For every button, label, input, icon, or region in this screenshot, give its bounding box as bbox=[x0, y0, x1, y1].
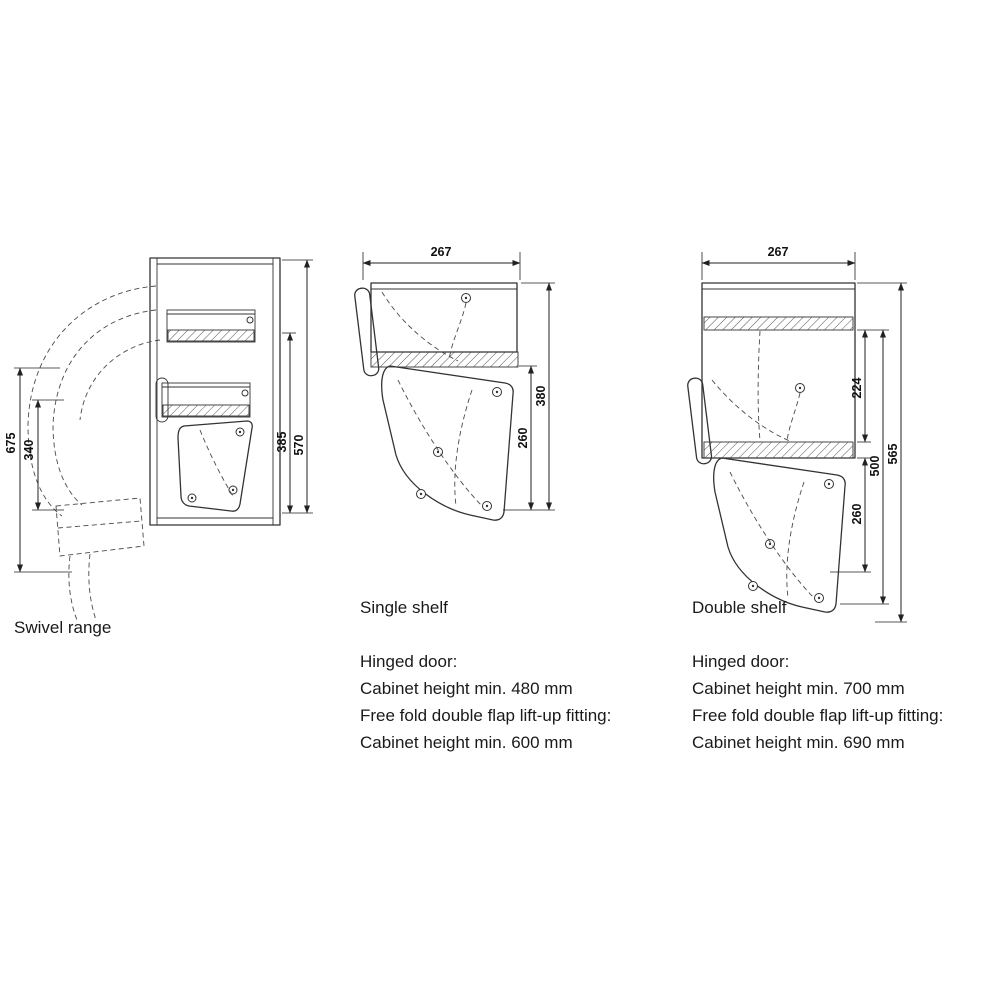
upper-shelf-hatch bbox=[167, 329, 255, 342]
center-line bbox=[786, 392, 801, 442]
arm-plate-outline bbox=[177, 420, 253, 512]
double-swing-arm bbox=[713, 457, 846, 613]
dim-label-565: 565 bbox=[886, 444, 900, 465]
tray-hatch bbox=[370, 351, 519, 368]
phantom-shelf bbox=[55, 497, 145, 557]
motion-arc bbox=[397, 379, 483, 507]
dim-label-267: 267 bbox=[768, 245, 789, 259]
tray-body bbox=[370, 282, 518, 353]
double-top-dimension: 267 bbox=[701, 245, 856, 280]
screw-center bbox=[495, 390, 499, 394]
motion-arc bbox=[786, 481, 805, 599]
single-shelf-caption: Single shelf bbox=[360, 598, 448, 617]
screw-center bbox=[190, 496, 194, 500]
dim-label-224: 224 bbox=[850, 378, 864, 399]
phantom-shelf-edge bbox=[57, 520, 142, 529]
middle-shelf bbox=[155, 377, 251, 423]
double-note-line4: Cabinet height min. 690 mm bbox=[692, 733, 905, 752]
phantom-tail-left bbox=[68, 555, 78, 621]
middle-shelf-pivot bbox=[241, 389, 249, 397]
arm-plate-outline bbox=[381, 365, 514, 521]
screw-center bbox=[436, 450, 440, 454]
motion-arc bbox=[381, 291, 459, 362]
double-shelf-notes: Hinged door: Cabinet height min. 700 mm … bbox=[692, 648, 943, 756]
swing-arm-plate bbox=[177, 420, 253, 512]
screw-center bbox=[827, 482, 831, 486]
swivel-arc-inner bbox=[52, 309, 157, 506]
lower-shelf-hatch bbox=[703, 441, 854, 459]
screw-center bbox=[485, 504, 489, 508]
screw-center bbox=[231, 488, 235, 492]
dim-label-260: 260 bbox=[516, 428, 530, 449]
dim-label-570: 570 bbox=[292, 435, 306, 456]
single-shelf-drawing: 267 bbox=[354, 245, 555, 521]
single-top-dimension: 267 bbox=[362, 245, 521, 280]
single-note-line1: Hinged door: bbox=[360, 652, 458, 671]
dim-label-340: 340 bbox=[22, 440, 36, 461]
arm-plate-outline bbox=[713, 457, 846, 613]
swivel-range-caption: Swivel range bbox=[14, 618, 112, 637]
screw-center bbox=[238, 430, 242, 434]
upper-shelf-body bbox=[166, 309, 256, 343]
motion-arc bbox=[729, 471, 815, 599]
double-note-line2: Cabinet height min. 700 mm bbox=[692, 679, 905, 698]
pivot-arm-post bbox=[687, 377, 713, 465]
swivel-range-drawing: 675 340 385 570 bbox=[4, 257, 313, 621]
upper-shelf-hatch bbox=[703, 316, 854, 331]
pivot-post bbox=[354, 287, 380, 377]
screw-center bbox=[751, 584, 755, 588]
tray-body bbox=[701, 282, 856, 459]
single-swing-arm bbox=[381, 365, 514, 521]
double-right-dimensions: 224 260 500 565 bbox=[830, 282, 907, 623]
swivel-dimensions: 675 340 385 570 bbox=[4, 259, 313, 573]
swivel-arc-short bbox=[79, 339, 161, 421]
swivel-arcs bbox=[27, 285, 161, 621]
screw-center bbox=[419, 492, 423, 496]
single-shelf-notes: Hinged door: Cabinet height min. 480 mm … bbox=[360, 648, 611, 756]
upper-shelf-pivot bbox=[246, 316, 254, 324]
dim-label-380: 380 bbox=[534, 386, 548, 407]
pivot-arm-post bbox=[354, 287, 380, 377]
upper-shelf bbox=[166, 309, 256, 343]
motion-arc bbox=[454, 389, 473, 507]
double-shelf-caption: Double shelf bbox=[692, 598, 787, 617]
double-note-line1: Hinged door: bbox=[692, 652, 790, 671]
single-shelf-tray bbox=[354, 282, 519, 377]
pivot-post bbox=[687, 377, 713, 465]
middle-shelf-hatch bbox=[162, 404, 250, 417]
single-note-line2: Cabinet height min. 480 mm bbox=[360, 679, 573, 698]
dim-label-260: 260 bbox=[850, 504, 864, 525]
screw-center bbox=[768, 542, 772, 546]
dim-label-675: 675 bbox=[4, 433, 18, 454]
screw-center bbox=[817, 596, 821, 600]
center-line bbox=[757, 330, 761, 442]
dim-label-500: 500 bbox=[868, 456, 882, 477]
cabinet-body bbox=[149, 257, 281, 526]
arm-motion-line bbox=[199, 429, 235, 499]
pivot-post bbox=[155, 377, 169, 423]
motion-arc bbox=[711, 379, 793, 443]
single-right-dimensions: 260 380 bbox=[503, 282, 555, 511]
dim-label-385: 385 bbox=[275, 432, 289, 453]
single-note-line3: Free fold double flap lift-up fitting: bbox=[360, 706, 612, 725]
single-note-line4: Cabinet height min. 600 mm bbox=[360, 733, 573, 752]
dim-label-267: 267 bbox=[431, 245, 452, 259]
double-shelf-tray bbox=[687, 282, 856, 465]
phantom-tail-right bbox=[88, 553, 97, 621]
middle-shelf-body bbox=[161, 382, 251, 418]
center-line bbox=[448, 302, 467, 361]
screw-center bbox=[798, 386, 802, 390]
screw-center bbox=[464, 296, 468, 300]
swivel-arc-outer bbox=[27, 285, 157, 517]
cabinet-outer bbox=[149, 257, 281, 526]
double-note-line3: Free fold double flap lift-up fitting: bbox=[692, 706, 944, 725]
double-shelf-drawing: 267 bbox=[687, 245, 907, 623]
